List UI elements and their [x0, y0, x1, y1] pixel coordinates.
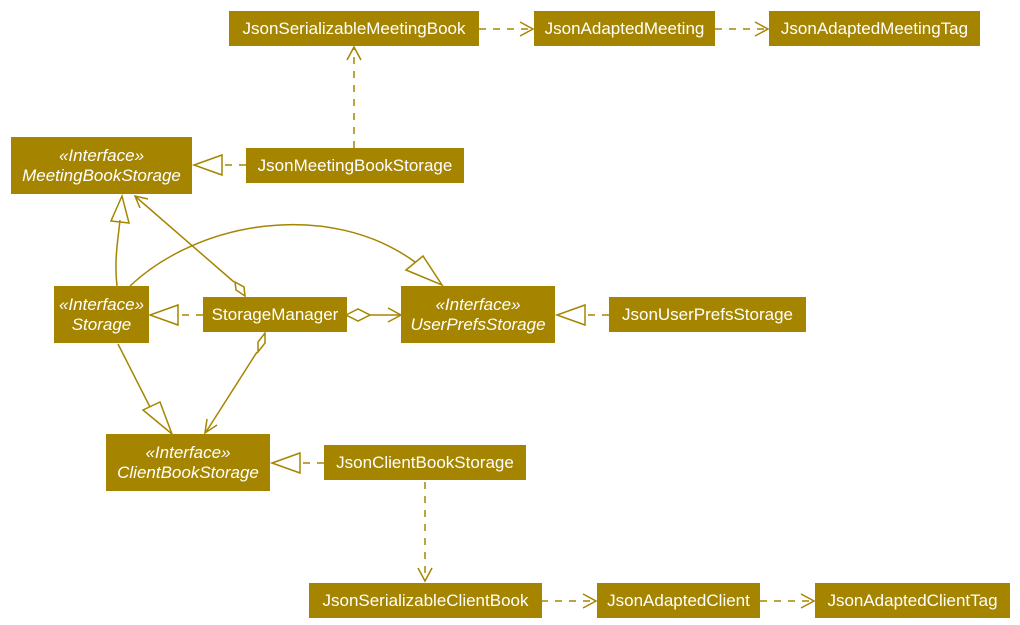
dependency-meetingbook-to-adaptedmeeting	[479, 21, 535, 37]
class-name: JsonClientBookStorage	[336, 452, 514, 472]
dependency-adaptedclient-to-clienttag	[760, 593, 816, 609]
class-name: JsonAdaptedClientTag	[827, 590, 998, 610]
realization-jsonmeetingbook-to-interface	[191, 153, 246, 177]
class-json-client-book-storage: JsonClientBookStorage	[324, 445, 526, 480]
class-json-meeting-book-storage: JsonMeetingBookStorage	[246, 148, 464, 183]
class-json-adapted-meeting-tag: JsonAdaptedMeetingTag	[769, 11, 980, 46]
stereotype-label: «Interface»	[435, 294, 521, 314]
interface-client-book-storage: «Interface» ClientBookStorage	[106, 434, 270, 491]
class-json-user-prefs-storage: JsonUserPrefsStorage	[609, 297, 806, 332]
dependency-meetingbookstorage-to-serializable	[346, 45, 362, 148]
stereotype-label: «Interface»	[58, 145, 145, 165]
class-name: JsonAdaptedMeeting	[544, 18, 705, 38]
class-name: JsonSerializableMeetingBook	[242, 18, 466, 38]
interface-name: UserPrefsStorage	[410, 314, 546, 334]
interface-storage: «Interface» Storage	[54, 286, 149, 343]
class-name: JsonUserPrefsStorage	[621, 304, 794, 324]
interface-name: MeetingBookStorage	[22, 165, 181, 185]
generalization-storage-to-userprefs	[129, 223, 444, 287]
realization-jsonclientbook-to-interface	[269, 451, 324, 475]
interface-name: Storage	[71, 314, 132, 334]
generalization-storage-to-meetingbook	[109, 193, 130, 287]
class-json-adapted-client: JsonAdaptedClient	[597, 583, 760, 618]
stereotype-label: «Interface»	[145, 442, 231, 462]
class-name: JsonMeetingBookStorage	[257, 155, 453, 175]
class-json-adapted-meeting: JsonAdaptedMeeting	[534, 11, 715, 46]
aggregation-storagemanager-to-clientbook	[204, 330, 266, 435]
interface-user-prefs-storage: «Interface» UserPrefsStorage	[401, 286, 555, 343]
class-json-serializable-meeting-book: JsonSerializableMeetingBook	[229, 11, 479, 46]
class-name: JsonAdaptedMeetingTag	[780, 18, 969, 38]
class-name: JsonSerializableClientBook	[322, 590, 529, 610]
class-storage-manager: StorageManager	[203, 297, 347, 332]
class-name: StorageManager	[211, 304, 339, 324]
class-json-adapted-client-tag: JsonAdaptedClientTag	[815, 583, 1010, 618]
dependency-clientbookstorage-to-serializable	[417, 482, 433, 583]
dependency-clientbook-to-adaptedclient	[541, 593, 598, 609]
aggregation-storagemanager-to-userprefs	[344, 307, 403, 323]
realization-jsonuserprefs-to-interface	[554, 303, 609, 327]
generalization-storage-to-clientbook	[117, 343, 174, 437]
class-json-serializable-client-book: JsonSerializableClientBook	[309, 583, 542, 618]
stereotype-label: «Interface»	[58, 294, 145, 314]
realization-storagemanager-to-storage	[147, 303, 203, 327]
interface-meeting-book-storage: «Interface» MeetingBookStorage	[11, 137, 192, 194]
aggregation-storagemanager-to-meetingbook	[133, 194, 246, 298]
interface-name: ClientBookStorage	[117, 462, 259, 482]
class-name: JsonAdaptedClient	[607, 590, 750, 610]
dependency-adaptedmeeting-to-meetingtag	[715, 21, 770, 37]
